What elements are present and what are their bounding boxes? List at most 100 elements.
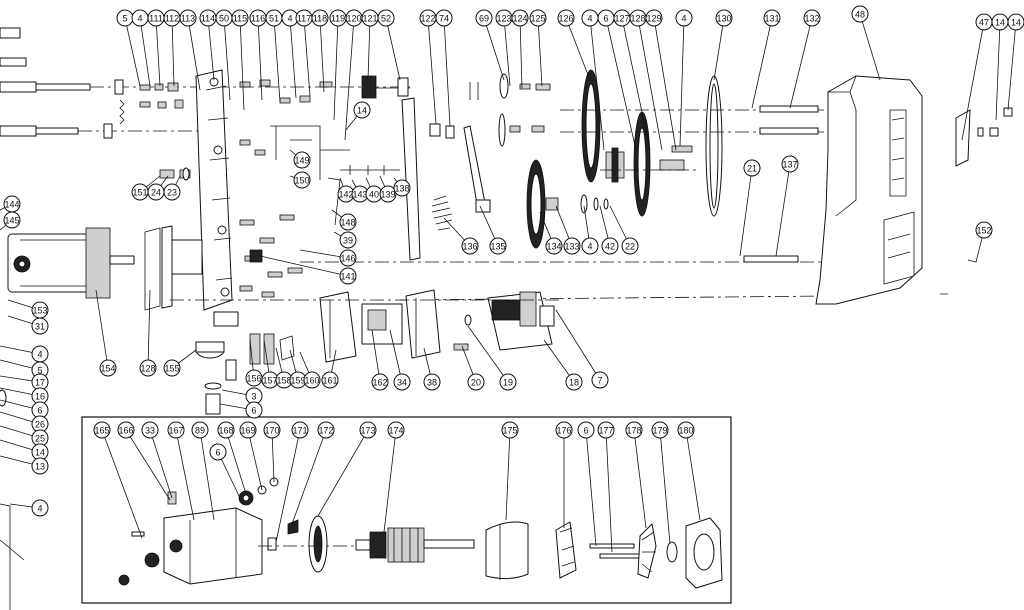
callout-number: 173 [360, 426, 375, 436]
callout-number: 6 [215, 448, 220, 458]
part-callout: 115 [231, 9, 249, 27]
part-callout: 22 [621, 237, 639, 255]
callout-circle [339, 267, 357, 285]
callout-circle [339, 249, 357, 267]
callout-number: 159 [290, 376, 305, 386]
bushing-top [114, 79, 124, 95]
callout-number: 89 [195, 426, 205, 436]
callout-number: 114 [201, 14, 215, 24]
callout-circle [117, 421, 135, 439]
part-callout: 42 [601, 237, 619, 255]
callout-circle [163, 359, 181, 377]
motor-endcap [85, 227, 111, 299]
part-callout: 34 [393, 373, 411, 391]
inset-part-leader [247, 429, 263, 491]
part-leader [519, 17, 523, 89]
part-callout: 5 [116, 9, 134, 27]
part-leader [273, 17, 281, 103]
callout-number: 48 [855, 10, 865, 20]
callout-number: 17 [35, 378, 45, 388]
inset-part-callout: 173 [359, 421, 377, 439]
part-leader [679, 17, 685, 147]
part-callout: 154 [99, 359, 117, 377]
part-leader [239, 17, 245, 111]
part-callout: 128 [139, 359, 157, 377]
brush-holder-176 [555, 521, 577, 579]
part-callout: 145 [3, 211, 21, 229]
part-leader [443, 17, 451, 127]
callout-number: 5 [37, 366, 42, 376]
part-callout: 132 [803, 9, 821, 27]
inset-part-callout: 167 [167, 421, 185, 439]
callout-number: 138 [394, 184, 409, 194]
part-leader [124, 17, 141, 87]
callout-number: 132 [804, 14, 819, 24]
part-callout: 126 [557, 9, 575, 27]
part-callout: 112 [163, 9, 181, 27]
part-callout: 135 [489, 237, 507, 255]
callout-number: 172 [318, 426, 333, 436]
part-callout: 124 [511, 9, 529, 27]
callout-number: 179 [652, 426, 667, 436]
callout-number: 52 [381, 14, 391, 24]
callout-number: 14 [357, 106, 367, 116]
inset-part-leader [199, 429, 215, 521]
part-callout: 4 [581, 9, 599, 27]
part-leader [789, 17, 813, 109]
left-edge-column [0, 389, 25, 610]
inset-part-callout: 33 [141, 421, 159, 439]
inset-part-leader [505, 429, 511, 521]
callout-circle [677, 421, 695, 439]
callout-circle [231, 9, 249, 27]
callout-number: 42 [605, 242, 615, 252]
callout-number: 157 [262, 376, 277, 386]
part-leader [775, 163, 791, 257]
part-leader [389, 329, 403, 383]
callout-circle [743, 159, 761, 177]
motor-152 [7, 225, 203, 311]
callout-circle [393, 179, 411, 197]
callout-number: 169 [240, 426, 255, 436]
callout-number: 136 [462, 242, 477, 252]
callout-circle [303, 371, 321, 389]
callout-circle [217, 421, 235, 439]
callout-circle [435, 9, 453, 27]
callout-circle [851, 5, 869, 23]
callout-number: 117 [297, 14, 311, 24]
callout-number: 4 [37, 350, 42, 360]
callout-circle [501, 421, 519, 439]
callout-circle [31, 317, 49, 335]
callout-number: 148 [340, 218, 355, 228]
lower-row [170, 289, 560, 415]
callout-number: 156 [246, 374, 261, 384]
callout-number: 18 [569, 378, 579, 388]
part-callout: 133 [563, 237, 581, 255]
inset-part-callout: 178 [625, 421, 643, 439]
inset-part-leader [317, 429, 369, 517]
callout-circle [209, 443, 227, 461]
callout-number: 16 [35, 392, 45, 402]
part-leader [303, 17, 311, 97]
callout-number: 130 [716, 14, 731, 24]
callout-number: 144 [4, 200, 19, 210]
bushing-lower [103, 123, 113, 139]
part-callout: 122 [419, 9, 437, 27]
callout-number: 112 [165, 14, 179, 24]
callout-number: 146 [340, 254, 355, 264]
inset-motor-exploded [81, 416, 732, 604]
callout-circle [597, 421, 615, 439]
callout-number: 6 [37, 406, 42, 416]
part-leader [95, 289, 109, 369]
callout-circle [377, 9, 395, 27]
part-callout: 18 [565, 373, 583, 391]
callout-circle [321, 371, 339, 389]
spring [119, 99, 125, 125]
callout-number: 7 [597, 376, 602, 386]
leader-lines [0, 13, 1017, 553]
inset-part-callout: 170 [263, 421, 281, 439]
callout-number: 34 [397, 378, 407, 388]
callout-circle [781, 155, 799, 173]
part-callout: 118 [311, 9, 329, 27]
inset-part-leader [125, 429, 171, 501]
